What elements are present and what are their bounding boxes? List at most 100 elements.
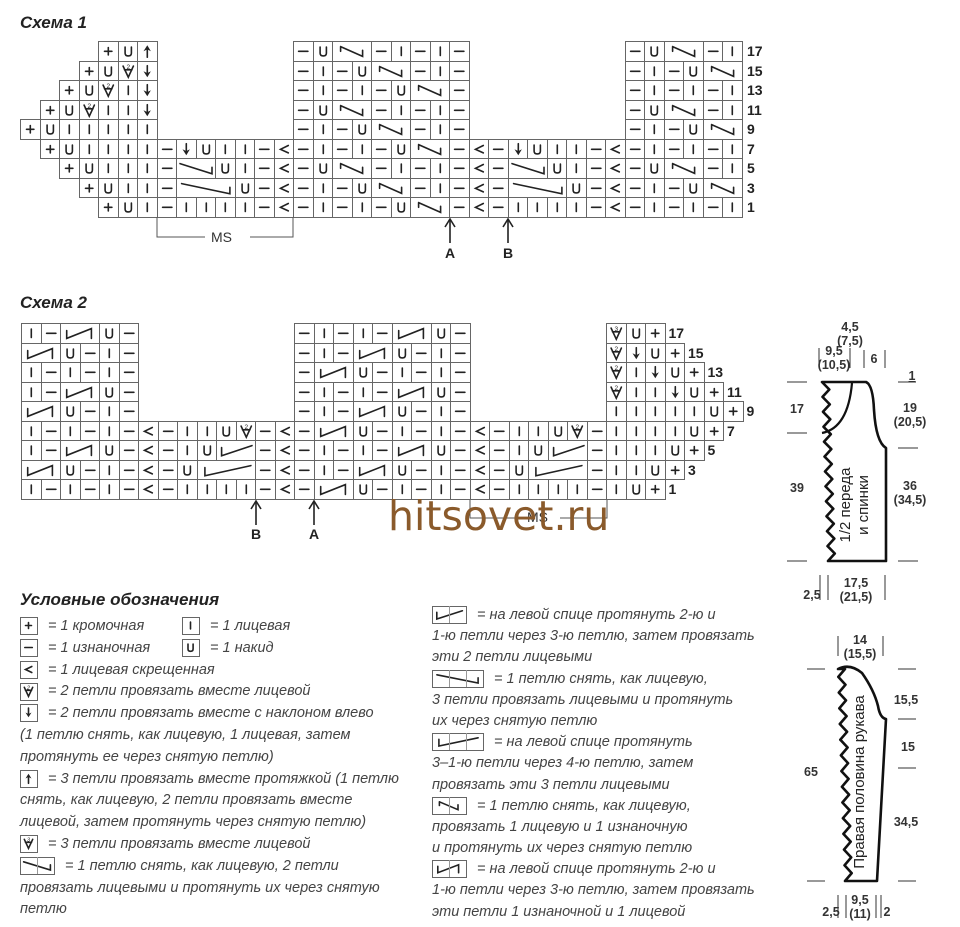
body-armhole: 19(20,5): [894, 401, 927, 429]
knit-icon: [731, 46, 734, 57]
yarn-over-icon: [65, 143, 74, 155]
purl-icon: [453, 89, 465, 92]
chart-cell-slip-k1-p1-psso: [332, 158, 372, 179]
yarn-over-icon: [65, 104, 74, 116]
slip-k1-p1-psso-icon: [378, 123, 403, 136]
knit-icon: [322, 124, 324, 135]
knit-icon: [731, 85, 734, 96]
yarn-over-icon: [396, 143, 405, 155]
scheme1-title: Схема 1: [20, 13, 87, 32]
slip-k1-p1-psso-icon: [710, 123, 734, 136]
body-top-right: 6: [870, 352, 878, 366]
k2tog-left-icon: [143, 83, 151, 97]
purl-icon: [707, 89, 719, 92]
purl-icon: [258, 167, 270, 170]
knit-icon: [439, 46, 441, 57]
yarn-over-icon: [552, 163, 561, 174]
chart-cell-edge-stitch: [59, 158, 80, 179]
sleeve-top-width: 14(15,5): [844, 633, 877, 661]
purl-icon: [668, 148, 680, 150]
knit-icon: [107, 124, 110, 135]
row-number-label: 17: [747, 43, 763, 59]
purl-icon: [297, 89, 309, 92]
body-lower-left: 39: [790, 481, 804, 495]
body-top-left: 9,5(10,5): [818, 344, 851, 372]
body-shoulder-drop: 1: [908, 369, 916, 383]
sleeve-bottom-width: 9,5(11): [849, 893, 871, 921]
k2tog-left-icon: [514, 142, 522, 155]
knit-icon: [322, 143, 324, 154]
slip-k1-p1-psso-icon: [671, 104, 695, 117]
yarn-over-icon: [84, 85, 93, 96]
chart-cell-purl: [410, 158, 431, 179]
k2tog-left-icon: [143, 64, 151, 77]
sleeve-total: 65: [804, 765, 818, 779]
edge-stitch-icon: [45, 144, 55, 154]
slip-k1-p1-psso-icon: [339, 104, 364, 117]
edge-stitch-icon: [84, 66, 94, 76]
purl-icon: [590, 167, 602, 170]
slip-k2-psso-icon: [510, 162, 545, 175]
purl-icon: [258, 148, 270, 150]
purl-icon: [707, 50, 719, 53]
knit-icon: [146, 163, 149, 174]
yarn-over-icon: [201, 143, 210, 155]
yarn-over-icon: [221, 163, 230, 174]
purl-icon: [414, 70, 426, 72]
knit-icon: [653, 124, 656, 135]
body-caption-line2: и спинки: [855, 475, 872, 535]
sleeve-bottom-right: 2: [883, 905, 891, 919]
slip-k1-p1-psso-icon: [710, 65, 734, 78]
purl-icon: [297, 50, 309, 53]
chart-cell-purl: [449, 99, 470, 120]
purl-icon: [375, 50, 387, 53]
knit-icon: [322, 85, 324, 96]
body-neck-depth: 17: [790, 402, 804, 416]
purl-icon: [453, 50, 465, 53]
knit-icon: [400, 46, 402, 57]
knit-icon: [88, 143, 90, 154]
purl-icon: [453, 128, 465, 131]
knit-icon: [146, 143, 149, 154]
knit-icon: [731, 143, 734, 154]
edge-stitch-icon: [103, 46, 113, 56]
purl-icon: [297, 109, 309, 111]
purl-icon: [297, 128, 309, 131]
yarn-over-icon: [318, 46, 327, 57]
twisted-knit-icon: [609, 144, 621, 154]
twisted-knit-icon: [473, 144, 484, 154]
yarn-over-icon: [689, 65, 698, 77]
body-lower-right-alt: (34,5): [893, 493, 927, 507]
sleeve-cap: 15,5: [893, 693, 919, 707]
row-number-label: 15: [747, 62, 763, 79]
sleeve-bottom-left: 2,5: [822, 905, 840, 919]
yarn-over-icon: [123, 46, 132, 57]
purl-icon: [161, 167, 173, 170]
purl-icon: [375, 89, 387, 92]
sleeve-middle: 15: [901, 740, 915, 754]
purl-icon: [668, 70, 680, 72]
knit-icon: [244, 163, 246, 174]
yarn-over-icon: [650, 46, 659, 57]
knit-icon: [439, 65, 441, 76]
knit-icon: [692, 85, 695, 96]
k2tog-icon: 2: [82, 103, 95, 118]
yarn-over-icon: [357, 124, 366, 135]
purl-icon: [629, 70, 641, 72]
k2tog-left-icon: [182, 142, 190, 155]
knit-icon: [127, 124, 129, 135]
body-top-left-alt: (10,5): [817, 358, 851, 372]
body-bottom-width: 17,5(21,5): [840, 576, 873, 604]
body-caption-line1: 1/2 переда: [837, 467, 854, 543]
chart-cell-yarn-over: [644, 41, 665, 62]
purl-icon: [336, 89, 348, 92]
purl-icon: [707, 148, 719, 150]
knit-icon: [127, 143, 129, 154]
k2tog-icon: 2: [102, 83, 115, 99]
slip-k1-p1-psso-icon: [339, 162, 364, 175]
row-number-label: 11: [747, 101, 762, 118]
body-bottom-left: 2,5: [803, 588, 821, 602]
knit-icon: [361, 85, 363, 96]
k2tog-icon: 2: [121, 64, 134, 79]
